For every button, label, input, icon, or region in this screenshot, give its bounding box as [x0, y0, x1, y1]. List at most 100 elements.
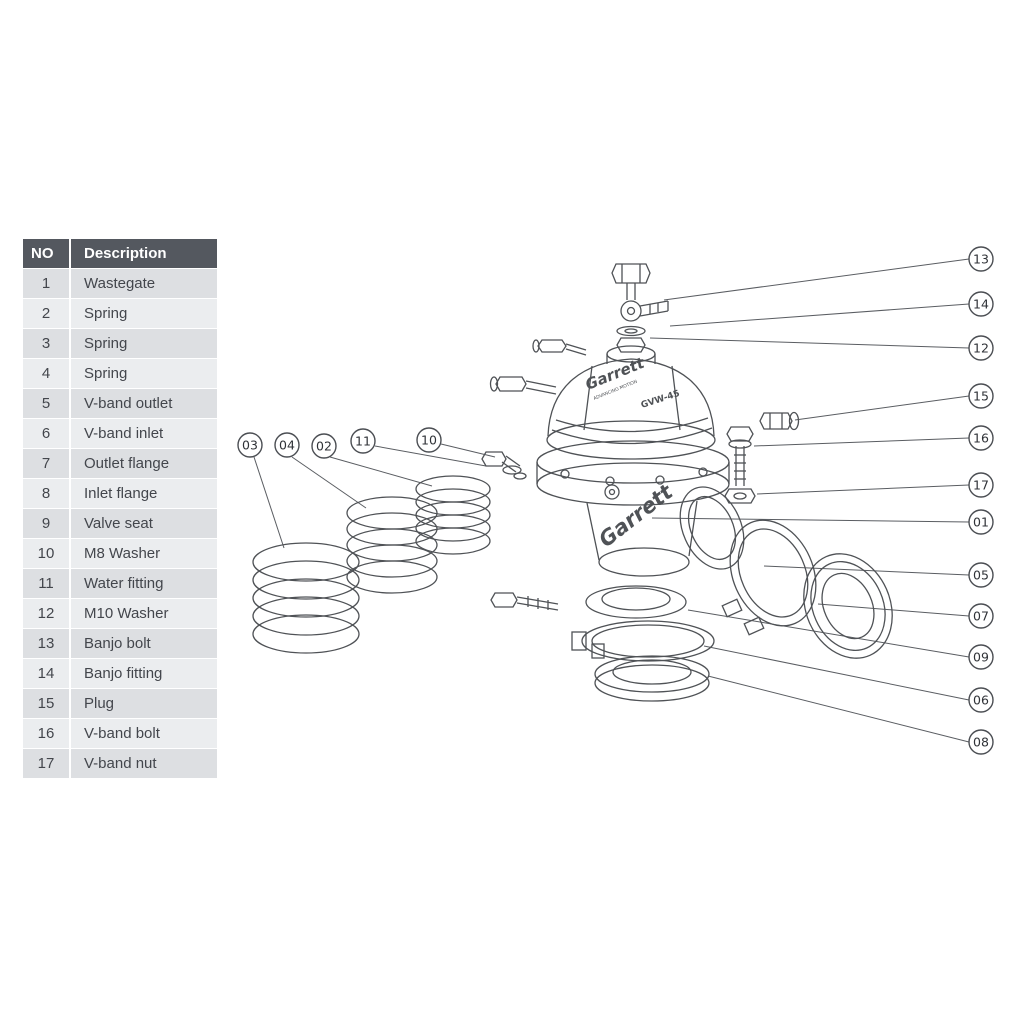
- callout-circle: [968, 603, 994, 629]
- spring-large: [252, 542, 360, 654]
- cell-description: Banjo fitting: [71, 659, 217, 688]
- valve-seat: [585, 585, 687, 619]
- callout-circle: [968, 246, 994, 272]
- callout-label: 08: [973, 735, 989, 750]
- callout-label: 17: [973, 478, 989, 493]
- cell-description: Spring: [71, 299, 217, 328]
- callout-01: 01: [968, 509, 994, 535]
- table-row: 13 Banjo bolt: [23, 629, 217, 658]
- water-fitting-lower: [489, 376, 557, 395]
- valve-body: Garrett: [586, 479, 698, 577]
- callout-10: 10: [416, 427, 442, 453]
- cell-no: 11: [23, 569, 69, 598]
- cell-description: Spring: [71, 329, 217, 358]
- callout-label: 13: [973, 252, 989, 267]
- callout-label: 12: [973, 341, 989, 356]
- callout-06: 06: [968, 687, 994, 713]
- cell-no: 4: [23, 359, 69, 388]
- callout-circle: [968, 472, 994, 498]
- callout-05: 05: [968, 562, 994, 588]
- table-row: 14 Banjo fitting: [23, 659, 217, 688]
- actuator-base-flange: [536, 440, 730, 506]
- cell-description: Water fitting: [71, 569, 217, 598]
- callout-label: 05: [973, 568, 989, 583]
- callout-label: 02: [316, 439, 332, 454]
- v-band-outlet-clamp: [721, 519, 817, 636]
- cell-no: 15: [23, 689, 69, 718]
- table-row: 4 Spring: [23, 359, 217, 388]
- banjo-fitting: [620, 300, 669, 322]
- callout-label: 14: [973, 297, 989, 312]
- wastegate-drawing: Garrett ADVANCING MOTION GVW-45: [252, 263, 893, 702]
- callout-circle: [968, 644, 994, 670]
- inlet-flange: [594, 655, 710, 702]
- callout-balloons: 13 14 12 15 16 17: [237, 246, 994, 755]
- table-row: 2 Spring: [23, 299, 217, 328]
- table-row: 6 V-band inlet: [23, 419, 217, 448]
- callout-07: 07: [968, 603, 994, 629]
- table-row: 9 Valve seat: [23, 509, 217, 538]
- callout-circle: [968, 687, 994, 713]
- plug: [759, 411, 800, 431]
- callout-label: 01: [973, 515, 989, 530]
- v-band-bolt: [726, 426, 754, 486]
- banjo-bolt: [611, 263, 651, 300]
- cell-no: 17: [23, 749, 69, 778]
- cell-description: Outlet flange: [71, 449, 217, 478]
- callout-label: 15: [973, 389, 989, 404]
- callout-label: 07: [973, 609, 989, 624]
- parts-table: NO Description 1 Wastegate 2 Spring 3 Sp…: [23, 239, 217, 779]
- callout-circle: [968, 729, 994, 755]
- table-row: 10 M8 Washer: [23, 539, 217, 568]
- table-row: 1 Wastegate: [23, 269, 217, 298]
- cell-description: V-band nut: [71, 749, 217, 778]
- table-row: 11 Water fitting: [23, 569, 217, 598]
- table-header-row: NO Description: [23, 239, 217, 268]
- header-description: Description: [71, 239, 217, 268]
- cell-no: 5: [23, 389, 69, 418]
- callout-label: 16: [973, 431, 989, 446]
- callout-09: 09: [968, 644, 994, 670]
- callout-label: 10: [421, 433, 437, 448]
- cell-no: 7: [23, 449, 69, 478]
- callout-circle: [968, 383, 994, 409]
- spring-medium: [346, 496, 438, 594]
- outlet-flange: [803, 553, 893, 659]
- header-no: NO: [23, 239, 69, 268]
- cell-description: Inlet flange: [71, 479, 217, 508]
- v-band-nut: [724, 488, 756, 504]
- callout-circle: [350, 428, 376, 454]
- cell-description: V-band outlet: [71, 389, 217, 418]
- cell-description: Plug: [71, 689, 217, 718]
- cell-description: M8 Washer: [71, 539, 217, 568]
- callout-13: 13: [968, 246, 994, 272]
- callout-circle: [237, 432, 263, 458]
- callout-circle: [968, 425, 994, 451]
- cell-description: V-band bolt: [71, 719, 217, 748]
- callout-04: 04: [274, 432, 300, 458]
- actuator-cap: Garrett ADVANCING MOTION GVW-45: [546, 345, 716, 460]
- water-fitting-upper: [532, 339, 587, 356]
- table-row: 17 V-band nut: [23, 749, 217, 778]
- outlet-port-ring: [679, 486, 745, 570]
- callout-02: 02: [311, 433, 337, 459]
- cell-no: 10: [23, 539, 69, 568]
- table-row: 7 Outlet flange: [23, 449, 217, 478]
- callout-circle: [968, 509, 994, 535]
- callout-label: 09: [973, 650, 989, 665]
- cell-no: 3: [23, 329, 69, 358]
- table-row: 16 V-band bolt: [23, 719, 217, 748]
- callout-label: 03: [242, 438, 258, 453]
- cell-no: 6: [23, 419, 69, 448]
- cell-description: Valve seat: [71, 509, 217, 538]
- callout-16: 16: [968, 425, 994, 451]
- leader-lines: [253, 258, 970, 743]
- callout-circle: [968, 291, 994, 317]
- cell-no: 8: [23, 479, 69, 508]
- cell-description: V-band inlet: [71, 419, 217, 448]
- callout-14: 14: [968, 291, 994, 317]
- cell-no: 2: [23, 299, 69, 328]
- callout-circle: [416, 427, 442, 453]
